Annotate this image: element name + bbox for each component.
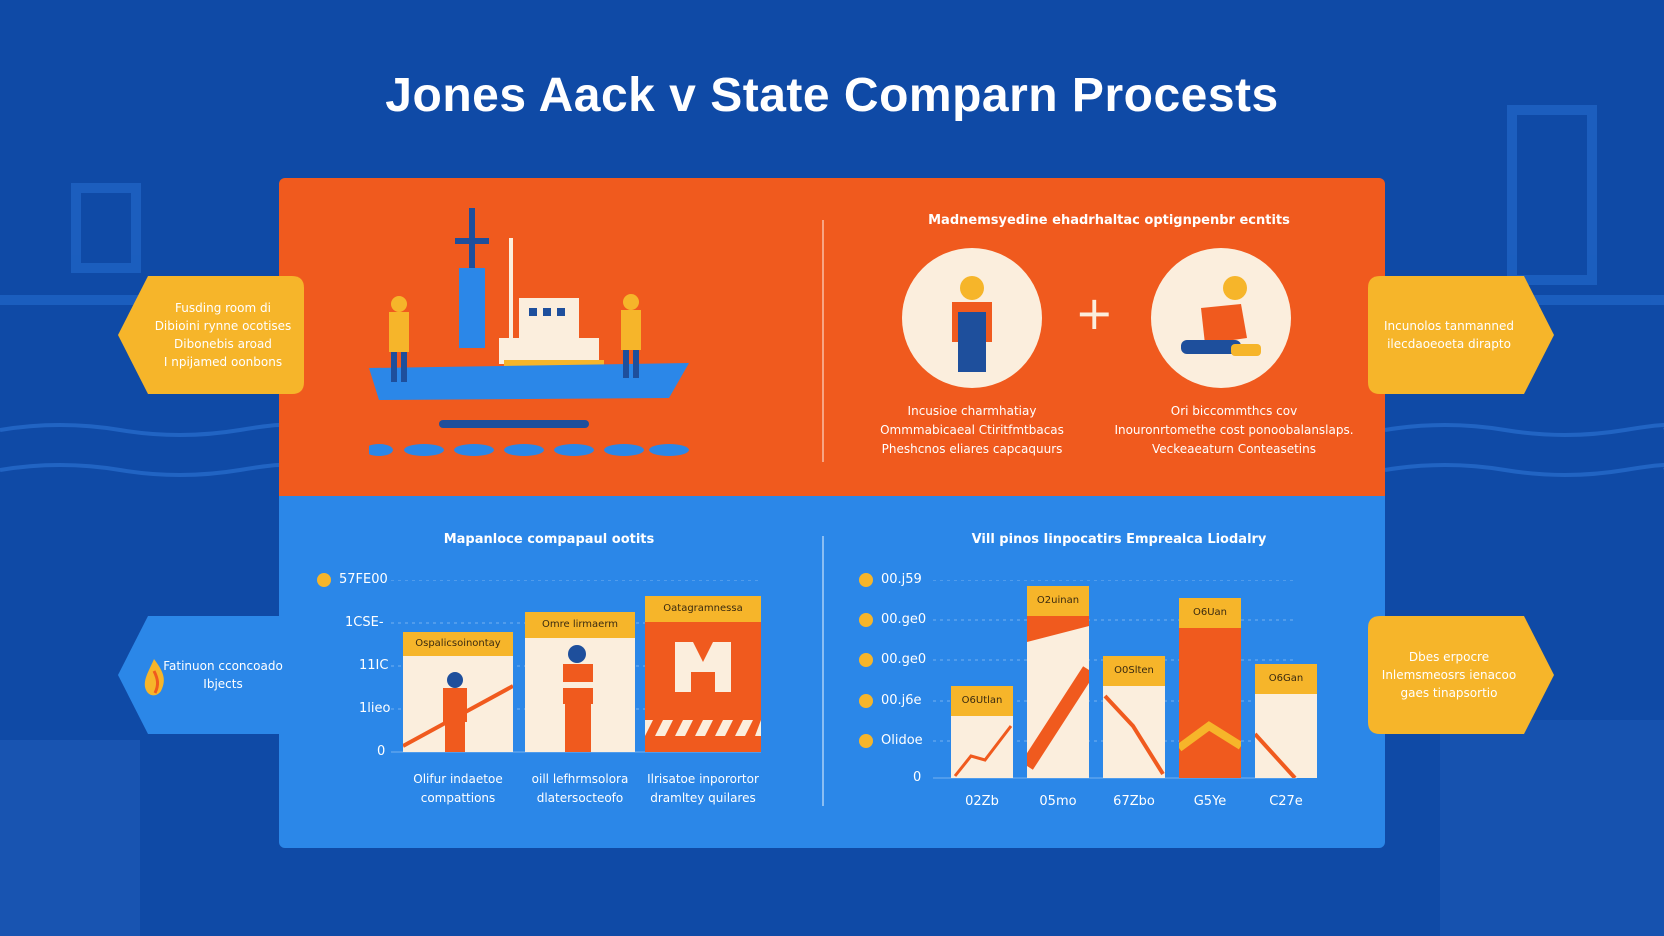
caption-line: Olifur indaetoe [413,772,503,786]
tag-line: Fusding room di [175,301,271,315]
legend-dot [859,694,873,708]
tag-shape [118,276,304,394]
ship-illustration [369,208,689,456]
legend-dot [317,573,331,587]
chart-bar: O6Uan [1179,598,1241,778]
plus-icon: + [1075,286,1114,340]
tag-line: Dbes erpocre [1408,650,1490,664]
x-tick-label: 67Zbo [1113,794,1155,809]
right-info-tag-bottom: Dbes erpocre Inlemsmeosrs ienacoo gaes t… [1368,616,1554,734]
trend-line [1179,721,1241,752]
page-title: Jones Aack v State Comparn Procests [385,69,1279,122]
card-caption: oill lefhrmsolora dlatersocteofo [505,770,655,808]
y-tick-label: 11IC [359,658,389,673]
tag-line: I npijamed oonbons [163,355,283,369]
y-tick-label: 00.ge0 [881,652,927,667]
x-tick-label: C27e [1269,794,1303,809]
tag-text: Dbes erpocre Inlemsmeosrs ienacoo gaes t… [1382,648,1540,702]
card-label: Ospalicsoinontay [403,632,513,656]
worker-standing-caption: Incusioe charmhatiay Ommmabicaeal Ctirit… [849,402,1095,459]
caption-line: dlatersocteofo [536,791,624,805]
tag-shape [1368,276,1554,394]
left-chart-card: Oatagramnessa [645,596,761,752]
chart-bar: O2uinan [1027,586,1089,778]
worker-icon [403,672,513,752]
caption-line: Pheshcnos eliares capcaquurs [881,442,1063,456]
legend-dot [859,573,873,587]
y-tick-label: 00.j59 [881,572,922,587]
bar-label: O6Gan [1255,664,1317,694]
top-right-heading: Madnemsyedine ehadrhaltac optignpenbr ec… [928,213,1290,228]
bar-label: O6Uan [1179,598,1241,628]
legend-dot [859,734,873,748]
left-info-tag-top: Fusding room di Dibioini rynne ocotises … [118,276,304,394]
worker-standing-icon [902,248,1042,388]
tag-line: Incunolos tanmanned [1384,319,1514,333]
worker-kneeling-icon [1151,248,1291,388]
safety-vest-icon [645,642,761,736]
y-tick-label: 0 [913,770,922,785]
top-panel: Madnemsyedine ehadrhaltac optignpenbr ec… [279,178,1385,496]
tag-line: Inlemsmeosrs ienacoo [1381,668,1517,682]
y-tick-label: 1lieo [359,701,391,716]
chart-bar: O6Utlan [951,686,1013,778]
x-tick-label: G5Ye [1193,794,1227,809]
trend-line [1103,694,1165,776]
y-tick-label: 00.ge0 [881,612,927,627]
right-chart-heading: Vill pinos Iinpocatirs Emprealca Liodalr… [971,532,1267,547]
y-tick-label: 0 [377,744,386,759]
tag-text: Incunolos tanmanned ilecdaoeoeta dirapto [1384,317,1538,353]
tag-shape [118,616,304,734]
trend-line [1255,732,1297,778]
tag-line: ilecdaoeoeta dirapto [1387,337,1511,351]
tag-shape [1368,616,1554,734]
left-chart-heading: Mapanloce compapaul ootits [443,532,655,547]
y-tick-label: 00.j6e [881,693,922,708]
bar-label: O6Utlan [951,686,1013,716]
caption-line: oill lefhrmsolora [531,772,629,786]
card-label: Oatagramnessa [645,596,761,622]
trend-line [953,725,1013,777]
card-label: Omre lirmaerm [525,612,635,638]
left-info-tag-bottom: Fatinuon cconcoado Ibjects [118,616,304,734]
tag-line: gaes tinapsortio [1400,686,1498,700]
left-chart-card: Omre lirmaerm [525,612,635,752]
caption-line: Inouronrtomethe cost ponoobalanslaps. [1114,423,1354,437]
card-caption: Ilrisatoe inporortor dramltey quilares [623,770,783,808]
y-tick-label: Olidoe [881,733,923,748]
trend-line [1027,626,1089,778]
tag-line: Dibioini rynne ocotises [154,319,292,333]
tag-line: Ibjects [203,677,243,691]
flame-icon [145,659,165,696]
worker-icon [555,645,601,752]
y-tick-label: 1CSE- [345,615,384,630]
caption-line: Incusioe charmhatiay [907,404,1037,418]
caption-line: Veckeaeaturn Conteasetins [1151,442,1316,456]
x-tick-label: 05mo [1039,794,1077,809]
x-tick-label: 02Zb [965,794,999,809]
bottom-divider [822,536,824,806]
top-divider [822,220,824,462]
tag-text: Fusding room di Dibioini rynne ocotises … [131,299,292,371]
tag-line: Dibonebis aroad [174,337,272,351]
y-tick-label: 57FE00 [339,572,388,587]
chart-bar: O0Slten [1103,656,1165,778]
caption-line: Ori biccommthcs cov [1170,404,1298,418]
caption-line: Ommmabicaeal Ctiritfmtbacas [880,423,1064,437]
tag-line: Fatinuon cconcoado [163,659,283,673]
card-caption: Olifur indaetoe compattions [383,770,533,808]
legend-dot [859,613,873,627]
bottom-panel: Mapanloce compapaul ootits 57FE00 1CSE- … [279,496,1385,848]
tag-text: Fatinuon cconcoado Ibjects [139,657,283,696]
caption-line: Ilrisatoe inporortor [647,772,759,786]
caption-line: dramltey quilares [650,791,756,805]
bar-label: O0Slten [1103,656,1165,686]
left-chart-card: Ospalicsoinontay [403,632,513,752]
right-info-tag-top: Incunolos tanmanned ilecdaoeoeta dirapto [1368,276,1554,394]
legend-dot [859,653,873,667]
bar-label: O2uinan [1027,586,1089,616]
caption-line: compattions [420,791,496,805]
chart-bar: O6Gan [1255,664,1317,778]
worker-kneeling-caption: Ori biccommthcs cov Inouronrtomethe cost… [1099,402,1369,459]
